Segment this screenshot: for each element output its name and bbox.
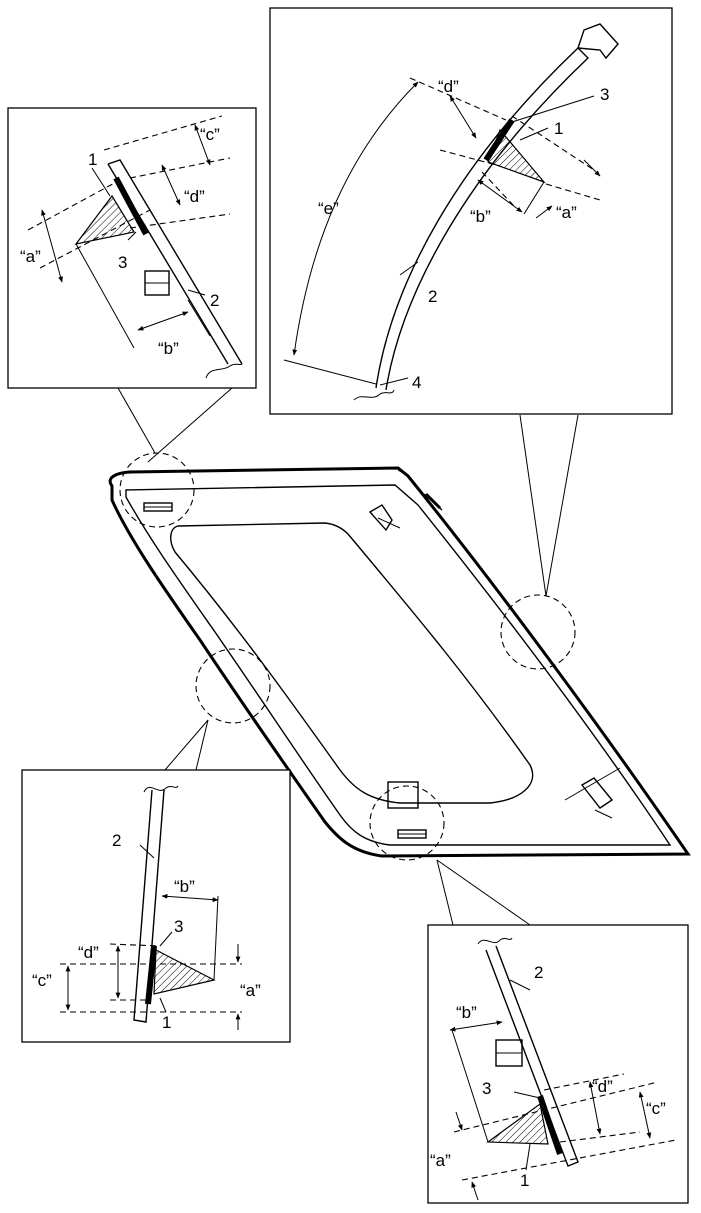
label-part-2: 2 <box>428 287 437 306</box>
detail-circle-right <box>500 594 576 670</box>
label-dim-d: “d” <box>78 943 99 962</box>
label-part-3: 3 <box>118 253 127 272</box>
label-dim-e: “e” <box>318 199 339 218</box>
label-part-3: 3 <box>482 1079 491 1098</box>
label-part-1: 1 <box>554 119 563 138</box>
label-dim-b: “b” <box>158 339 179 358</box>
detail-circle-left <box>195 648 271 724</box>
label-dim-c: “c” <box>200 125 220 144</box>
detail-view-top-right: 3 1 2 4 “d” “b” “a” “e” <box>269 7 673 415</box>
label-dim-a: “a” <box>430 1151 451 1170</box>
label-part-2: 2 <box>112 831 121 850</box>
label-dim-d: “d” <box>592 1077 613 1096</box>
label-part-4: 4 <box>412 373 421 392</box>
label-dim-a: “a” <box>556 203 577 222</box>
label-part-3: 3 <box>174 917 183 936</box>
label-part-2: 2 <box>534 963 543 982</box>
label-part-1: 1 <box>88 150 97 169</box>
label-dim-d: “d” <box>438 77 459 96</box>
label-dim-c: “c” <box>646 1099 666 1118</box>
retainer-clip-top <box>368 504 393 532</box>
label-part-1: 1 <box>520 1171 529 1190</box>
label-dim-d: “d” <box>184 187 205 206</box>
detail-circle-bottom <box>369 785 445 861</box>
label-part-3: 3 <box>600 85 609 104</box>
label-part-1: 1 <box>162 1013 171 1032</box>
label-dim-b: “b” <box>470 207 491 226</box>
label-dim-b: “b” <box>456 1003 477 1022</box>
label-dim-a: “a” <box>240 981 261 1000</box>
retainer-block-bottom <box>387 781 419 809</box>
label-dim-a: “a” <box>20 247 41 266</box>
label-dim-b: “b” <box>174 877 195 896</box>
quarter-window-glass <box>108 466 691 858</box>
detail-circle-top-left <box>119 452 195 528</box>
retainer-clip-right <box>580 777 614 809</box>
detail-view-bottom-right: 2 3 1 “b” “d” “c” “a” <box>427 924 689 1204</box>
detail-view-bottom-left: 2 3 1 “b” “d” “c” “a” <box>21 769 291 1043</box>
label-dim-c: “c” <box>32 971 52 990</box>
label-part-2: 2 <box>210 291 219 310</box>
detail-view-top-left: 1 3 2 “a” “b” “c” “d” <box>7 107 257 389</box>
